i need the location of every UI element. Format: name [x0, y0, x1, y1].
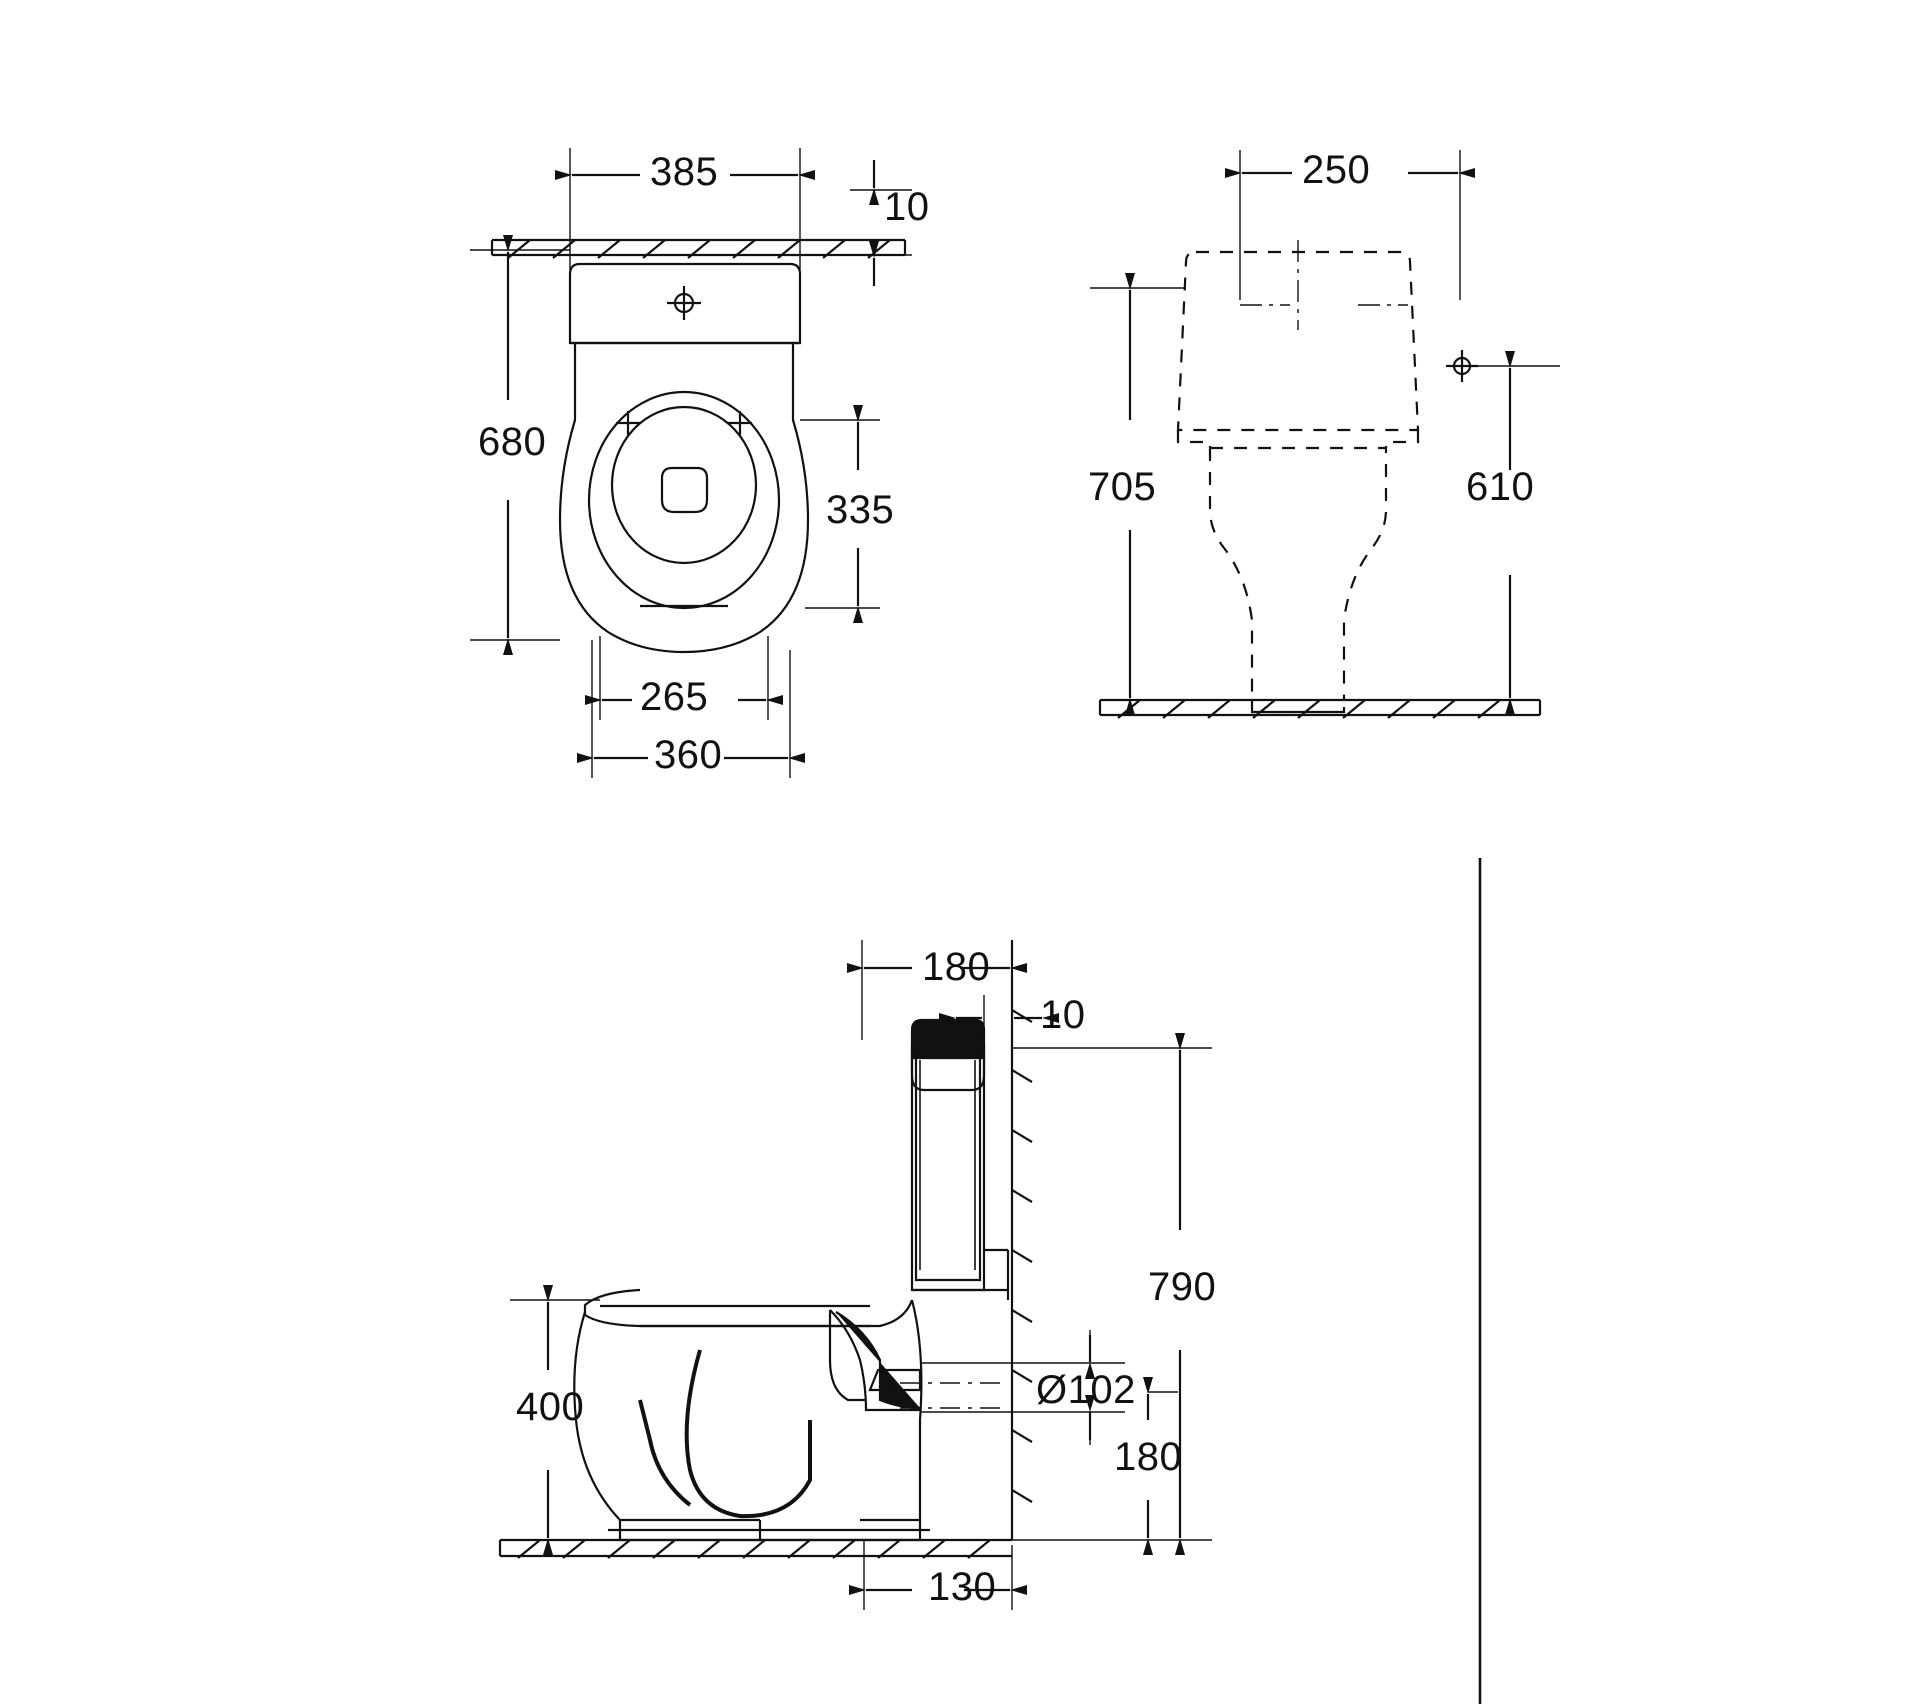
dim-label-side-400: 400 [516, 1385, 585, 1429]
dim-label-front-610: 610 [1466, 465, 1535, 509]
dim-top-360 [577, 640, 805, 778]
dim-label-top-265: 265 [640, 675, 709, 719]
dim-label-top-335: 335 [826, 488, 895, 532]
dim-top-10 [850, 160, 912, 286]
dim-front-705 [1090, 273, 1186, 715]
dim-label-top-680: 680 [478, 420, 547, 464]
dim-top-680 [470, 235, 570, 655]
dim-top-265 [585, 636, 783, 720]
dim-label-top-385: 385 [650, 150, 719, 194]
dim-label-side-130: 130 [928, 1565, 997, 1609]
dim-label-side-d102: Ø102 [1036, 1368, 1136, 1412]
side-view-geometry [573, 940, 1033, 1542]
front-view-floor [1098, 698, 1542, 719]
dim-side-790 [1012, 1033, 1212, 1555]
front-view-centerlines [1240, 240, 1478, 382]
top-view-geometry [490, 238, 907, 654]
dim-label-side-10: 10 [1040, 993, 1086, 1037]
front-view-geometry [1176, 250, 1420, 714]
dim-label-side-790: 790 [1148, 1265, 1217, 1309]
dim-top-335 [800, 405, 880, 623]
dim-side-180-top [847, 940, 1027, 1040]
dim-front-610 [1462, 351, 1560, 715]
dim-side-400 [510, 1285, 600, 1555]
dim-label-front-705: 705 [1088, 465, 1157, 509]
side-view-floor [498, 1538, 1012, 1559]
dim-top-385 [555, 148, 815, 270]
dim-front-250 [1225, 150, 1475, 300]
dim-side-130 [849, 1540, 1027, 1610]
dim-label-side-180-top: 180 [922, 945, 991, 989]
dim-label-top-10: 10 [884, 185, 930, 229]
dim-label-front-250: 250 [1302, 148, 1371, 192]
dim-side-180-bottom [1143, 1377, 1178, 1555]
dim-label-side-180-bottom: 180 [1114, 1435, 1183, 1479]
dim-side-10 [939, 995, 1059, 1040]
dim-side-d102 [920, 1330, 1125, 1445]
dim-label-top-360: 360 [654, 733, 723, 777]
